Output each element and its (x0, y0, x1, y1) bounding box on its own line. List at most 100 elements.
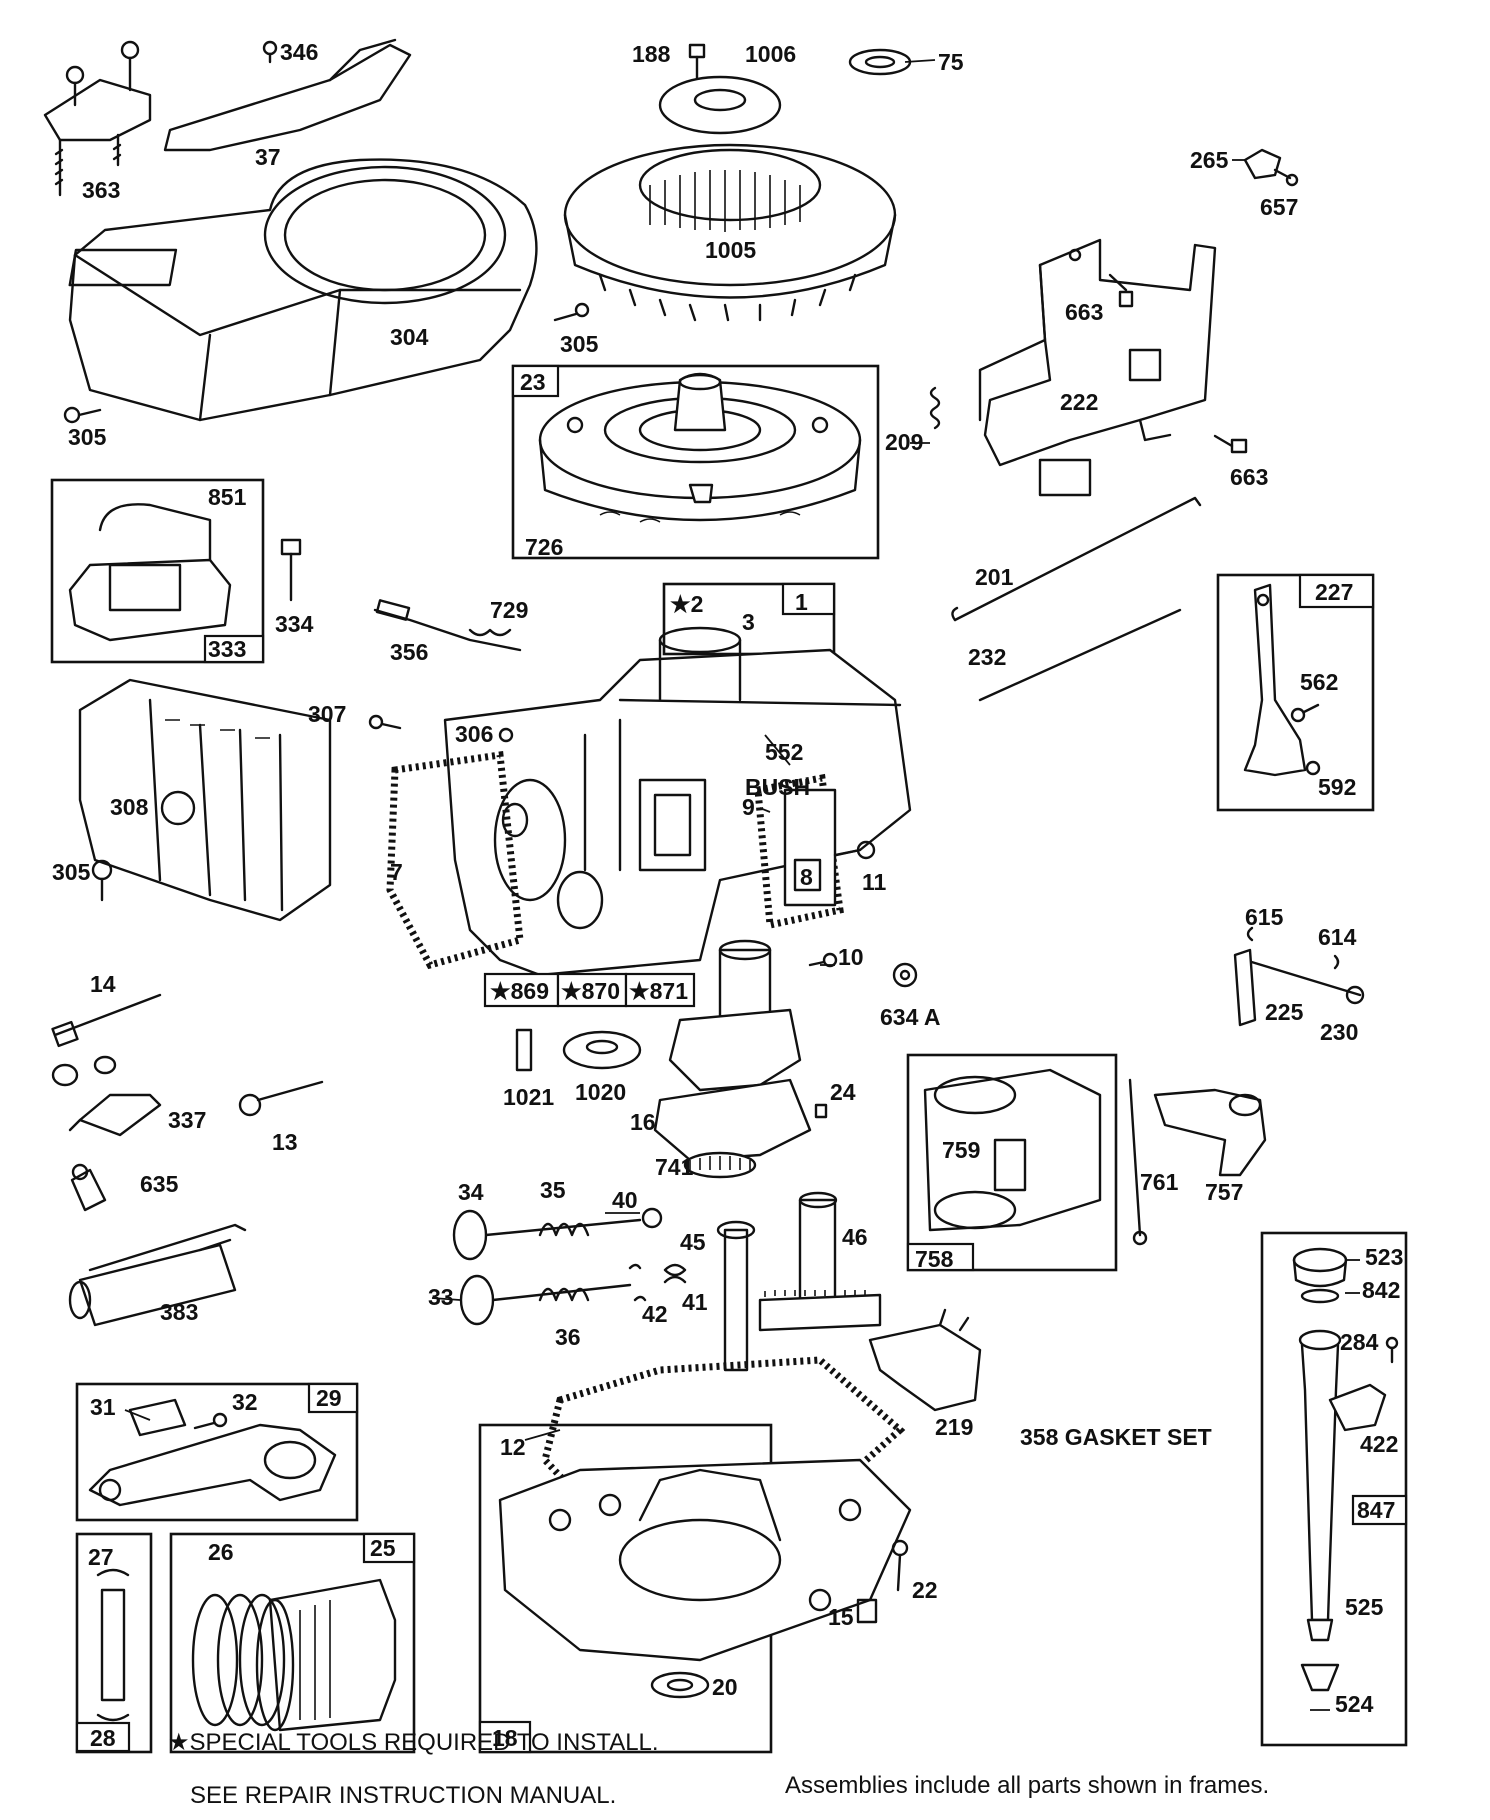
label-842: 842 (1362, 1277, 1400, 1303)
label-757: 757 (1205, 1179, 1243, 1205)
label-562: 562 (1300, 669, 1338, 695)
label-869: ★869 (490, 978, 549, 1004)
part-305-screw-c (91, 859, 113, 902)
label-334: 334 (275, 611, 314, 637)
label-bush: BUSH (745, 774, 810, 800)
part-847-dipstick-tube (1298, 1329, 1342, 1622)
part-307-screw (368, 714, 402, 730)
part-41-retainer (663, 1263, 687, 1284)
frame-tag-1 (781, 582, 836, 616)
label-284: 284 (1340, 1329, 1379, 1355)
label-523: 523 (1365, 1244, 1403, 1270)
label-304: 304 (390, 324, 429, 350)
label-28: 28 (90, 1725, 116, 1751)
frame-333 (50, 478, 265, 664)
part-42-keeper (628, 1263, 647, 1302)
frame-tag-227 (1298, 573, 1375, 609)
label-7: 7 (390, 859, 403, 885)
part-305-screw-b (553, 302, 590, 322)
part-18-sump (498, 1458, 912, 1662)
label-729: 729 (490, 597, 528, 623)
label-592: 592 (1318, 774, 1356, 800)
part-337-spark-plug (51, 1055, 162, 1137)
part-10-screw (808, 952, 838, 968)
label-851: 851 (208, 484, 247, 510)
part-657-screw (1285, 173, 1299, 187)
label-22: 22 (912, 1577, 938, 1603)
part-232-link (978, 608, 1182, 702)
label-40: 40 (612, 1187, 638, 1213)
label-209: 209 (885, 429, 923, 455)
label-45: 45 (680, 1229, 706, 1255)
label-306: 306 (455, 721, 493, 747)
label-201: 201 (975, 564, 1014, 590)
frame-tag-25 (362, 1532, 416, 1564)
part-422-bracket (1328, 1383, 1387, 1432)
special-tools-note: ★SPECIAL TOOLS REQUIRED TO INSTALL. (168, 1729, 659, 1756)
part-757-link (1153, 1088, 1267, 1177)
label-383: 383 (160, 1299, 198, 1325)
leader-lines (124, 59, 1360, 1711)
part-265-clip (1243, 148, 1292, 180)
frame-758 (906, 1053, 1118, 1272)
part-383-tool (68, 1223, 247, 1327)
part-16-crankshaft (653, 939, 812, 1162)
label-307: 307 (308, 701, 346, 727)
part-188-screw (688, 43, 706, 82)
label-634a: 634 A (880, 1004, 941, 1030)
label-225: 225 (1265, 999, 1304, 1025)
label-847: 847 (1357, 1497, 1395, 1523)
part-726-flywheel-assembly (538, 372, 862, 523)
part-1020-nut (562, 1030, 642, 1070)
label-265: 265 (1190, 147, 1229, 173)
label-525: 525 (1345, 1594, 1384, 1620)
label-614: 614 (1318, 924, 1357, 950)
part-741-gear (683, 1151, 757, 1179)
part-8-breather (783, 788, 837, 907)
part-27-pin (96, 1568, 130, 1722)
part-308-cylinder-head (78, 678, 332, 922)
part-230-washer (1345, 985, 1365, 1005)
part-number-labels: 346 363 37 304 305 305 188 1006 75 1005 … (52, 39, 1403, 1751)
frame-847 (1260, 1231, 1408, 1747)
part-1006-rotating-screen (658, 75, 782, 135)
label-12: 12 (500, 1434, 526, 1460)
part-9-gasket (754, 773, 844, 930)
label-41: 41 (682, 1289, 708, 1315)
label-75: 75 (938, 49, 964, 75)
part-225-governor-shaft (1233, 948, 1362, 1027)
label-308: 308 (110, 794, 149, 820)
label-18: 18 (492, 1725, 518, 1751)
part-15-plug (856, 1598, 878, 1624)
part-305-screw-a (63, 406, 102, 424)
part-37-air-guide (163, 38, 412, 152)
part-7-gasket (386, 751, 524, 970)
label-305-c: 305 (52, 859, 91, 885)
part-525-seal (1306, 1618, 1334, 1642)
part-729-clip (468, 628, 512, 637)
label-25: 25 (370, 1535, 396, 1561)
label-3: 3 (742, 609, 755, 635)
part-1-cylinder-block (443, 626, 912, 977)
part-759-pin (993, 1138, 1027, 1192)
label-35: 35 (540, 1177, 566, 1203)
part-36-spring (538, 1287, 590, 1302)
label-27: 27 (88, 1544, 114, 1570)
part-523-cap (1292, 1247, 1348, 1288)
label-1020: 1020 (575, 1079, 626, 1105)
frame-tag-758 (906, 1242, 975, 1272)
part-615-clip (1246, 926, 1254, 942)
frame-227 (1216, 573, 1375, 812)
label-29: 29 (316, 1385, 342, 1411)
label-337: 337 (168, 1107, 206, 1133)
label-227: 227 (1315, 579, 1353, 605)
frame-tag-29 (307, 1382, 359, 1414)
part-209-spring (929, 386, 941, 430)
label-33: 33 (428, 1284, 454, 1310)
frame-tag-333 (203, 634, 265, 664)
label-1: 1 (795, 589, 808, 615)
frame-tag-28 (75, 1721, 131, 1753)
label-663-b: 663 (1230, 464, 1268, 490)
part-634a-seal (892, 962, 918, 988)
